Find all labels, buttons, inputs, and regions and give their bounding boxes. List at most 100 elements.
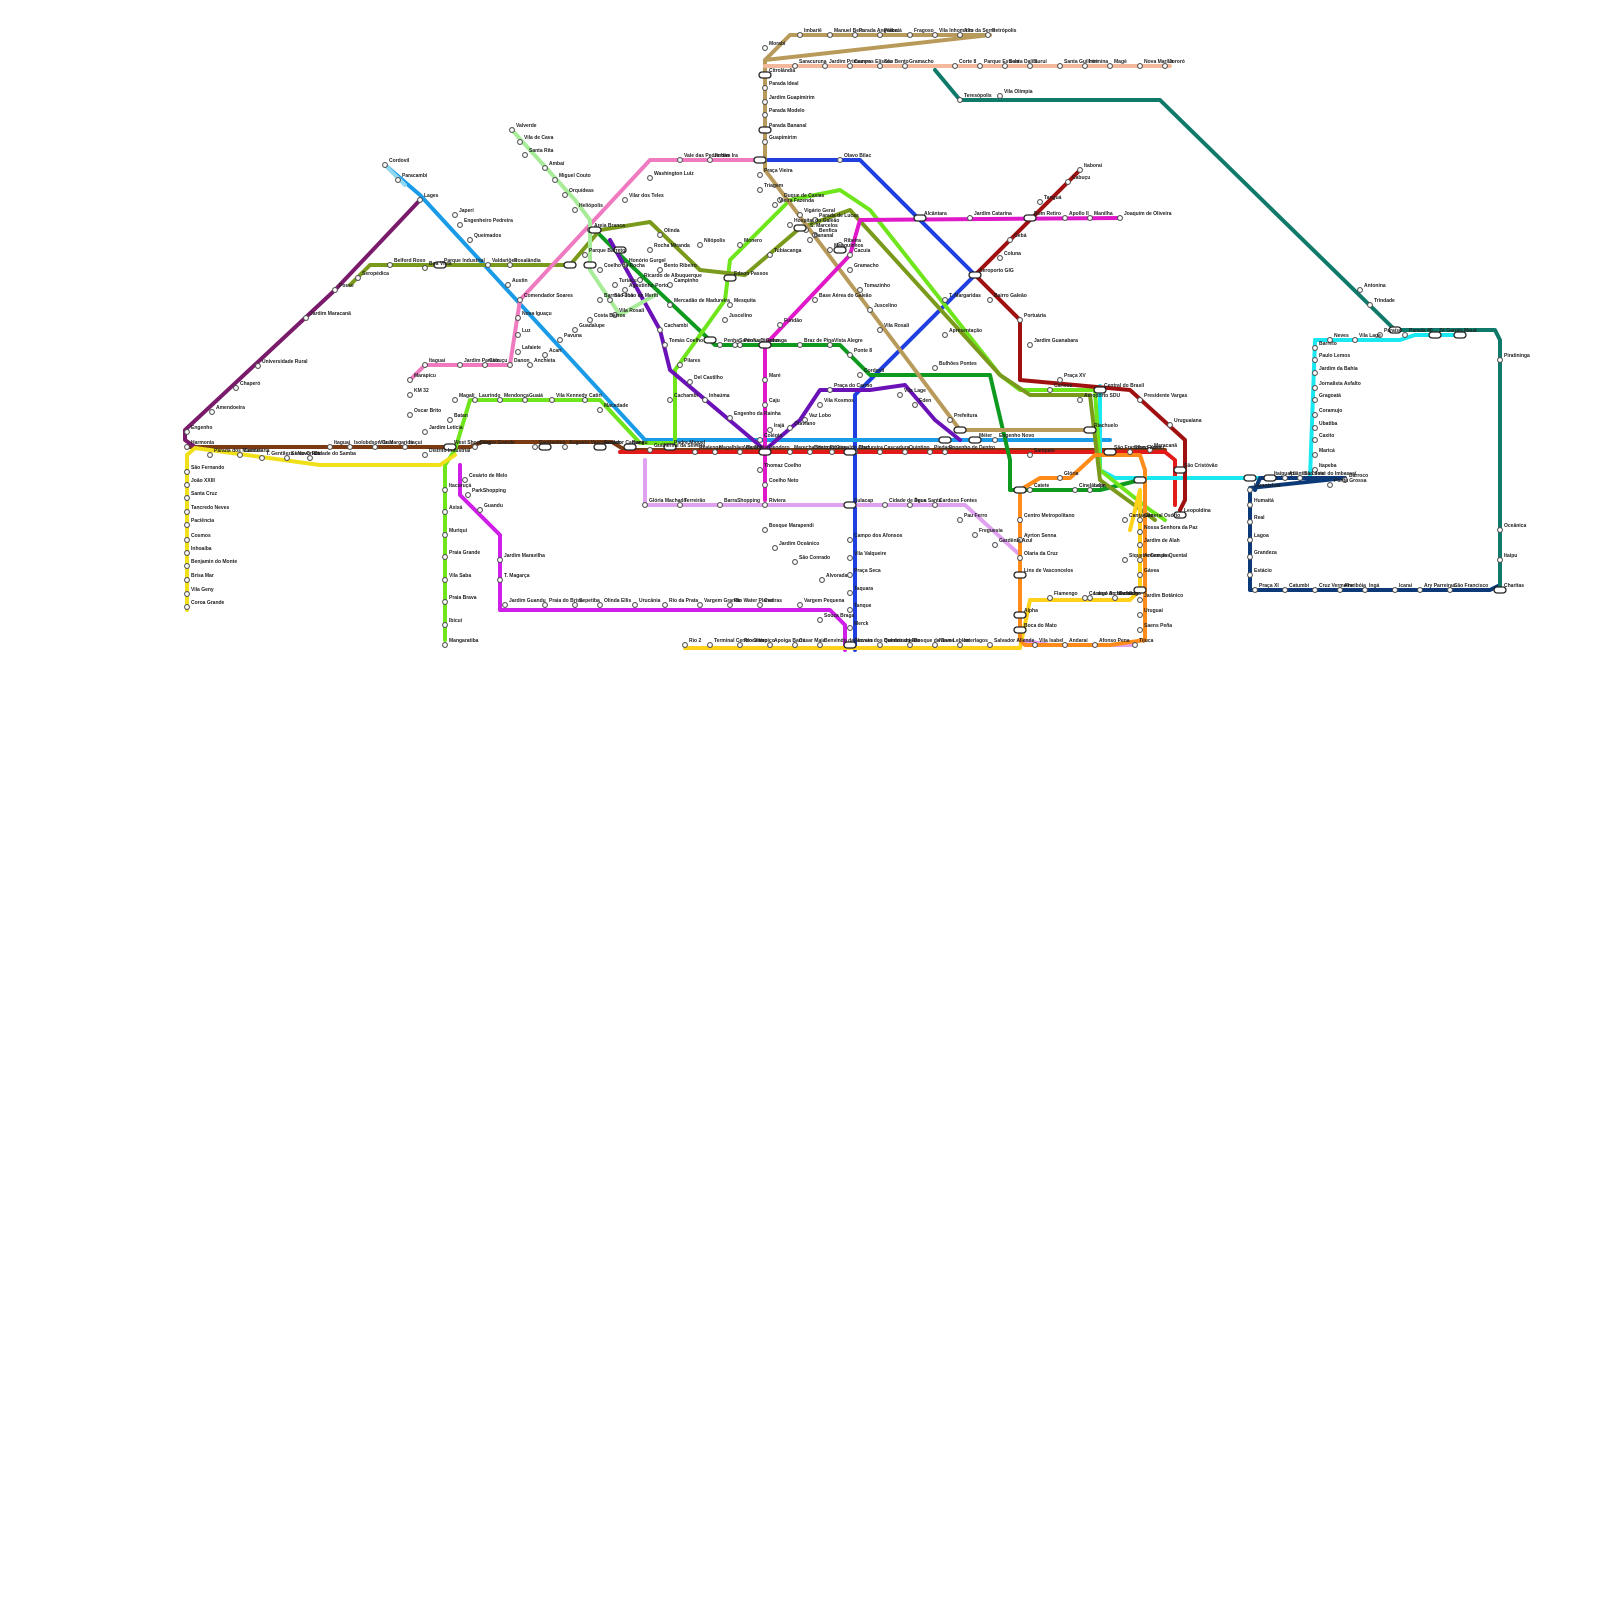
- station-marker[interactable]: [728, 416, 733, 421]
- station-marker[interactable]: [185, 523, 190, 528]
- station-marker[interactable]: [185, 483, 190, 488]
- station-marker[interactable]: [1058, 378, 1063, 383]
- station-marker[interactable]: [693, 450, 698, 455]
- station-marker[interactable]: [486, 263, 491, 268]
- station-marker[interactable]: [185, 510, 190, 515]
- station-marker[interactable]: [763, 140, 768, 145]
- station-marker[interactable]: [423, 363, 428, 368]
- station-marker[interactable]: [668, 398, 673, 403]
- station-marker[interactable]: [648, 448, 653, 453]
- station-marker[interactable]: [793, 560, 798, 565]
- station-marker[interactable]: [848, 253, 853, 258]
- station-marker[interactable]: [1018, 318, 1023, 323]
- station-marker[interactable]: [878, 328, 883, 333]
- station-marker[interactable]: [1138, 628, 1143, 633]
- station-marker[interactable]: [638, 278, 643, 283]
- station-marker[interactable]: [1353, 338, 1358, 343]
- station-marker[interactable]: [1248, 503, 1253, 508]
- station-marker[interactable]: [663, 343, 668, 348]
- station-marker[interactable]: [613, 283, 618, 288]
- station-marker[interactable]: [1248, 555, 1253, 560]
- station-marker[interactable]: [973, 533, 978, 538]
- station-marker[interactable]: [1313, 413, 1318, 418]
- station-marker[interactable]: [1368, 303, 1373, 308]
- station-marker[interactable]: [1248, 573, 1253, 578]
- station-marker[interactable]: [1078, 168, 1083, 173]
- station-marker[interactable]: [1018, 518, 1023, 523]
- station-marker[interactable]: [234, 386, 239, 391]
- station-marker[interactable]: [723, 318, 728, 323]
- station-marker[interactable]: [758, 468, 763, 473]
- station-marker[interactable]: [758, 173, 763, 178]
- station-marker[interactable]: [943, 298, 948, 303]
- interchange-marker[interactable]: [794, 225, 806, 231]
- station-marker[interactable]: [443, 643, 448, 648]
- station-marker[interactable]: [848, 626, 853, 631]
- station-marker[interactable]: [185, 496, 190, 501]
- station-marker[interactable]: [1066, 180, 1071, 185]
- station-marker[interactable]: [1403, 333, 1408, 338]
- station-marker[interactable]: [998, 256, 1003, 261]
- station-marker[interactable]: [260, 456, 265, 461]
- station-marker[interactable]: [1138, 398, 1143, 403]
- station-marker[interactable]: [988, 643, 993, 648]
- station-marker[interactable]: [498, 578, 503, 583]
- station-marker[interactable]: [516, 316, 521, 321]
- station-marker[interactable]: [1048, 596, 1053, 601]
- station-marker[interactable]: [958, 518, 963, 523]
- station-marker[interactable]: [383, 163, 388, 168]
- station-marker[interactable]: [813, 298, 818, 303]
- station-marker[interactable]: [458, 223, 463, 228]
- station-marker[interactable]: [408, 413, 413, 418]
- station-marker[interactable]: [668, 283, 673, 288]
- station-marker[interactable]: [1498, 558, 1503, 563]
- station-marker[interactable]: [968, 216, 973, 221]
- station-marker[interactable]: [758, 438, 763, 443]
- station-marker[interactable]: [828, 388, 833, 393]
- station-marker[interactable]: [718, 343, 723, 348]
- station-marker[interactable]: [543, 166, 548, 171]
- station-marker[interactable]: [658, 328, 663, 333]
- station-marker[interactable]: [858, 288, 863, 293]
- station-marker[interactable]: [1138, 64, 1143, 69]
- station-marker[interactable]: [1058, 64, 1063, 69]
- station-marker[interactable]: [443, 488, 448, 493]
- station-marker[interactable]: [1393, 588, 1398, 593]
- station-marker[interactable]: [698, 243, 703, 248]
- station-marker[interactable]: [683, 643, 688, 648]
- station-marker[interactable]: [516, 333, 521, 338]
- interchange-marker[interactable]: [1134, 477, 1146, 483]
- interchange-marker[interactable]: [754, 157, 766, 163]
- station-marker[interactable]: [958, 98, 963, 103]
- station-marker[interactable]: [1498, 528, 1503, 533]
- interchange-marker[interactable]: [939, 437, 951, 443]
- station-marker[interactable]: [658, 268, 663, 273]
- station-marker[interactable]: [943, 333, 948, 338]
- station-marker[interactable]: [408, 393, 413, 398]
- station-marker[interactable]: [1313, 358, 1318, 363]
- station-marker[interactable]: [633, 603, 638, 608]
- station-marker[interactable]: [798, 343, 803, 348]
- station-marker[interactable]: [798, 603, 803, 608]
- station-marker[interactable]: [848, 608, 853, 613]
- station-marker[interactable]: [883, 503, 888, 508]
- station-marker[interactable]: [1328, 483, 1333, 488]
- station-marker[interactable]: [1063, 216, 1068, 221]
- station-marker[interactable]: [508, 363, 513, 368]
- station-marker[interactable]: [333, 288, 338, 293]
- station-marker[interactable]: [768, 253, 773, 258]
- station-marker[interactable]: [763, 113, 768, 118]
- station-marker[interactable]: [1028, 453, 1033, 458]
- interchange-marker[interactable]: [704, 337, 716, 343]
- station-marker[interactable]: [598, 298, 603, 303]
- station-marker[interactable]: [643, 503, 648, 508]
- station-marker[interactable]: [443, 555, 448, 560]
- station-marker[interactable]: [698, 603, 703, 608]
- station-marker[interactable]: [468, 238, 473, 243]
- station-marker[interactable]: [185, 445, 190, 450]
- station-marker[interactable]: [510, 128, 515, 133]
- station-marker[interactable]: [1028, 343, 1033, 348]
- interchange-marker[interactable]: [954, 427, 966, 433]
- station-marker[interactable]: [210, 410, 215, 415]
- station-marker[interactable]: [356, 276, 361, 281]
